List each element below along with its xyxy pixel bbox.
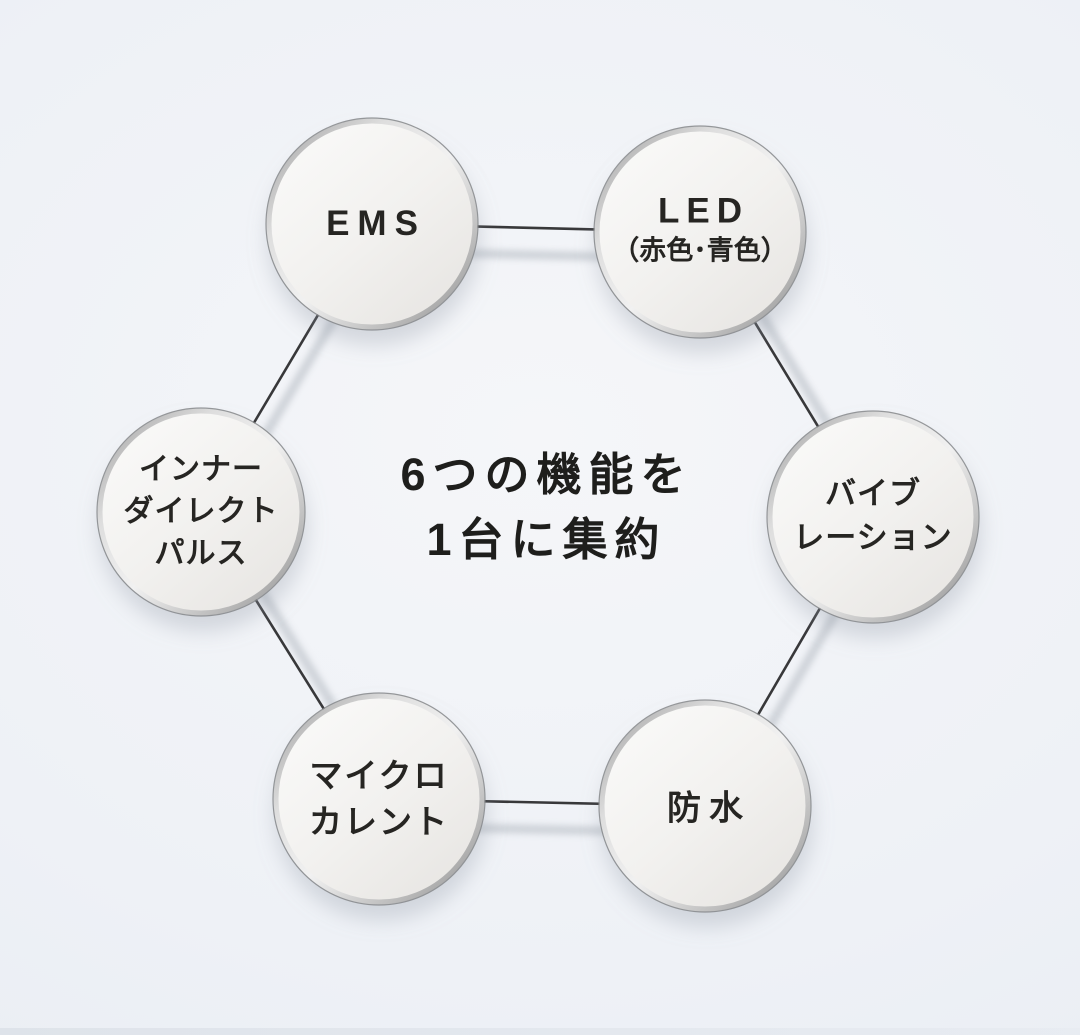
node-text-line: （赤色･青色） bbox=[612, 235, 788, 266]
node-label-vibration: バイブ レーション bbox=[793, 472, 952, 560]
bottom-edge-band bbox=[0, 1028, 1080, 1035]
node-text-line: 防水 bbox=[667, 789, 751, 828]
node-text-line: インナー bbox=[139, 453, 263, 486]
diagram-heading: 6つの機能を 1台に集約 bbox=[393, 443, 692, 573]
node-text-line: バイブ bbox=[824, 475, 921, 511]
node-circle-microcurrent bbox=[272, 692, 486, 906]
node-circle-inner-direct-pulse bbox=[96, 407, 306, 617]
node-text-line: LED bbox=[658, 191, 749, 231]
node-label-waterproof: 防水 bbox=[659, 781, 751, 830]
node-label-led: LED （赤色･青色） bbox=[612, 190, 788, 269]
node-circle-led bbox=[593, 125, 807, 339]
node-circle-ems bbox=[265, 117, 479, 331]
node-text-line: EMS bbox=[326, 204, 426, 243]
node-circle-waterproof bbox=[598, 699, 812, 913]
node-text-line: パルス bbox=[154, 537, 248, 570]
node-label-ems: EMS bbox=[318, 204, 426, 244]
node-label-microcurrent: マイクロ カレント bbox=[309, 753, 449, 845]
node-text-line: ダイレクト bbox=[123, 495, 279, 528]
node-circle-vibration bbox=[766, 410, 980, 624]
node-text-line: レーション bbox=[793, 520, 953, 555]
node-label-inner-direct-pulse: インナー ダイレクト パルス bbox=[124, 449, 279, 575]
node-text-line: カレント bbox=[309, 803, 449, 840]
node-text-line: マイクロ bbox=[309, 756, 449, 794]
heading-line-2: 1台に集約 bbox=[426, 514, 667, 565]
heading-line-1: 6つの機能を bbox=[400, 449, 693, 501]
